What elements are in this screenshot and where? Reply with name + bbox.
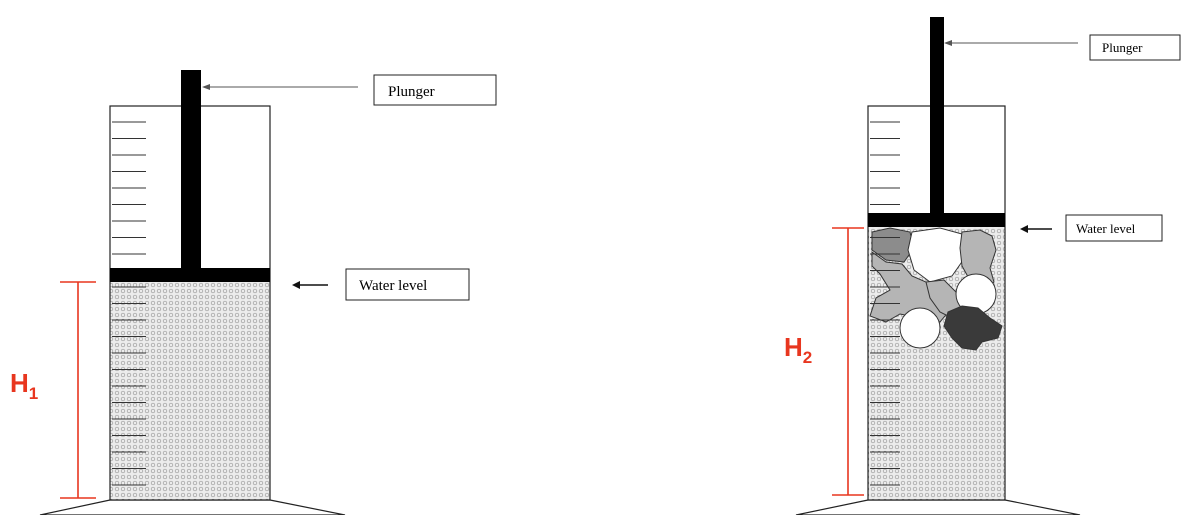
right-stones bbox=[869, 227, 1003, 351]
right-plunger-rod bbox=[930, 17, 944, 217]
left-plunger-callout: Plunger bbox=[202, 74, 497, 106]
right-height-marker bbox=[832, 227, 864, 496]
right-water-level-callout: Water level bbox=[1020, 214, 1163, 242]
right-cylinder-assembly: Plunger Water level H2 bbox=[784, 17, 1181, 515]
left-water bbox=[110, 282, 270, 500]
stone-white-top-center bbox=[907, 227, 967, 283]
stone-white-lower-ball bbox=[899, 307, 941, 349]
left-plunger-label-box bbox=[373, 74, 497, 106]
left-height-label: H1 bbox=[10, 368, 38, 403]
left-cylinder-assembly: Plunger Water level H1 bbox=[10, 70, 497, 515]
left-water-level-label: Water level bbox=[359, 278, 427, 294]
right-height-label: H2 bbox=[784, 332, 812, 367]
stone-dark-lower-right bbox=[943, 305, 1003, 351]
left-plunger-rod bbox=[181, 70, 201, 270]
right-water-level-box bbox=[1065, 214, 1163, 242]
left-plunger-label: Plunger bbox=[388, 84, 435, 100]
right-plunger-label-box bbox=[1089, 34, 1181, 61]
right-cylinder-base bbox=[795, 499, 1081, 515]
right-plunger-label: Plunger bbox=[1102, 40, 1143, 55]
right-plunger-callout: Plunger bbox=[944, 34, 1181, 61]
right-plunger-disk bbox=[868, 213, 1005, 227]
right-water-level-label: Water level bbox=[1076, 221, 1136, 236]
left-water-level-box bbox=[345, 268, 470, 301]
left-plunger-disk bbox=[110, 268, 270, 282]
left-cylinder-base bbox=[39, 499, 346, 515]
left-water-level-callout: Water level bbox=[292, 268, 470, 301]
left-height-marker bbox=[60, 281, 96, 499]
